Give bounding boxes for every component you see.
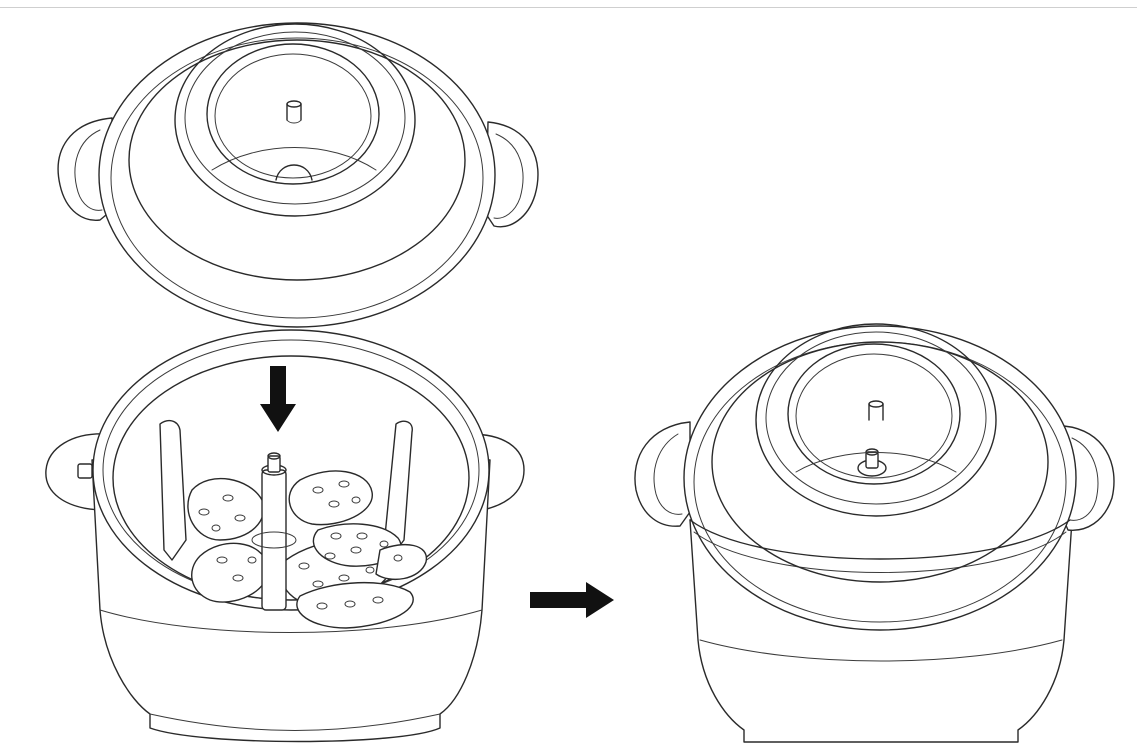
assembled-left-handle (634, 421, 691, 527)
blade-shaft (261, 469, 287, 611)
assembled-lid-window (787, 343, 961, 485)
lid-illustration (57, 22, 539, 328)
lid-window (206, 43, 380, 185)
down-arrow (260, 366, 296, 432)
assembled-chopper-illustration (634, 323, 1115, 743)
assembled-right-handle (1061, 425, 1115, 531)
lid-right-handle (485, 121, 539, 228)
lid-left-handle (57, 117, 113, 221)
top-divider (0, 7, 1137, 8)
right-arrow (530, 582, 614, 618)
blade-assembly (187, 452, 427, 629)
bowl-illustration (45, 329, 525, 743)
